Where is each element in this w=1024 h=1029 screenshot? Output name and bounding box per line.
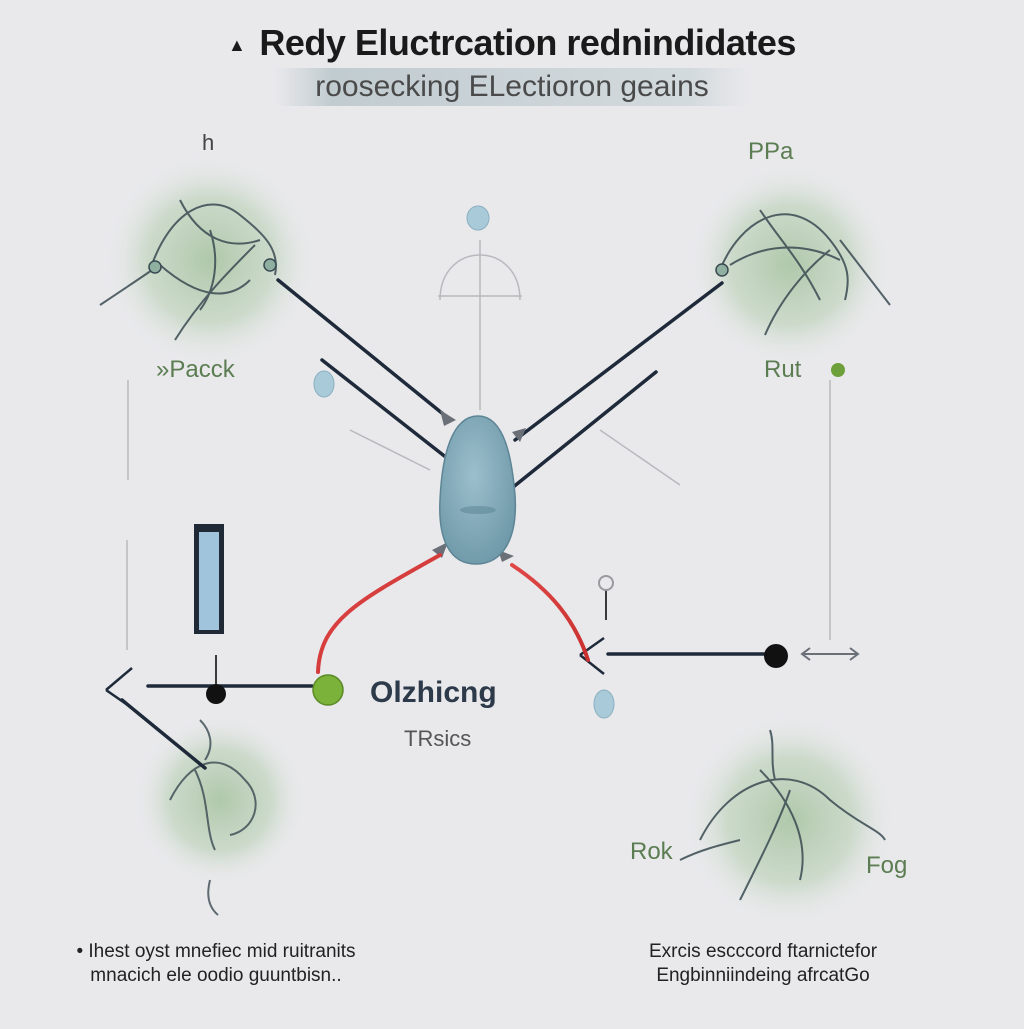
footnote-left-line-1: • Ihest oyst mnefiec mid ruitranits <box>76 941 356 962</box>
node-cluster-top-left <box>99 155 315 365</box>
page-subtitle: roosecking ELectioron geains <box>0 68 1024 106</box>
terminal-dots <box>206 363 845 706</box>
label-left-cluster: »Pacck <box>156 356 235 383</box>
page-title: ▲ Redy Eluctrcation rednindidates <box>0 22 1024 64</box>
footnote-right-line-1: Exrcis escccord ftarnictefor <box>648 941 878 962</box>
label-center-main: Olzhicng <box>370 676 497 709</box>
node-cluster-bottom-left <box>135 715 305 916</box>
label-top-right: PPa <box>748 138 794 165</box>
footnote-left-line-2: mnacich ele oodio guuntbisn.. <box>90 965 342 986</box>
page-subtitle-text: roosecking ELectioron geains <box>275 68 749 106</box>
page-title-text: Redy Eluctrcation rednindidates <box>259 22 796 63</box>
stalks <box>215 575 614 684</box>
warning-icon: ▲ <box>228 35 246 55</box>
label-right-cluster: Rut <box>764 356 802 383</box>
label-center-sub: TRsics <box>404 726 472 751</box>
footnote-left: • Ihest oyst mnefiec mid ruitranits mnac… <box>46 940 386 988</box>
label-bottom-right-cluster: Fog <box>866 852 908 879</box>
label-bottom-left-cluster: Rok <box>630 838 673 865</box>
dark-connectors <box>120 278 772 770</box>
label-top-left-mark: h <box>202 130 215 155</box>
guide-lines <box>126 240 831 650</box>
footnote-right: Exrcis escccord ftarnictefor Engbinniind… <box>628 940 898 988</box>
center-node <box>439 415 517 565</box>
node-cluster-top-right <box>690 165 891 365</box>
footnote-right-line-2: Engbinniindeing afrcatGo <box>656 965 870 986</box>
battery-cell <box>194 524 224 634</box>
node-cluster-bottom-right <box>679 715 895 925</box>
red-wires <box>316 553 590 674</box>
bubbles <box>313 205 615 719</box>
